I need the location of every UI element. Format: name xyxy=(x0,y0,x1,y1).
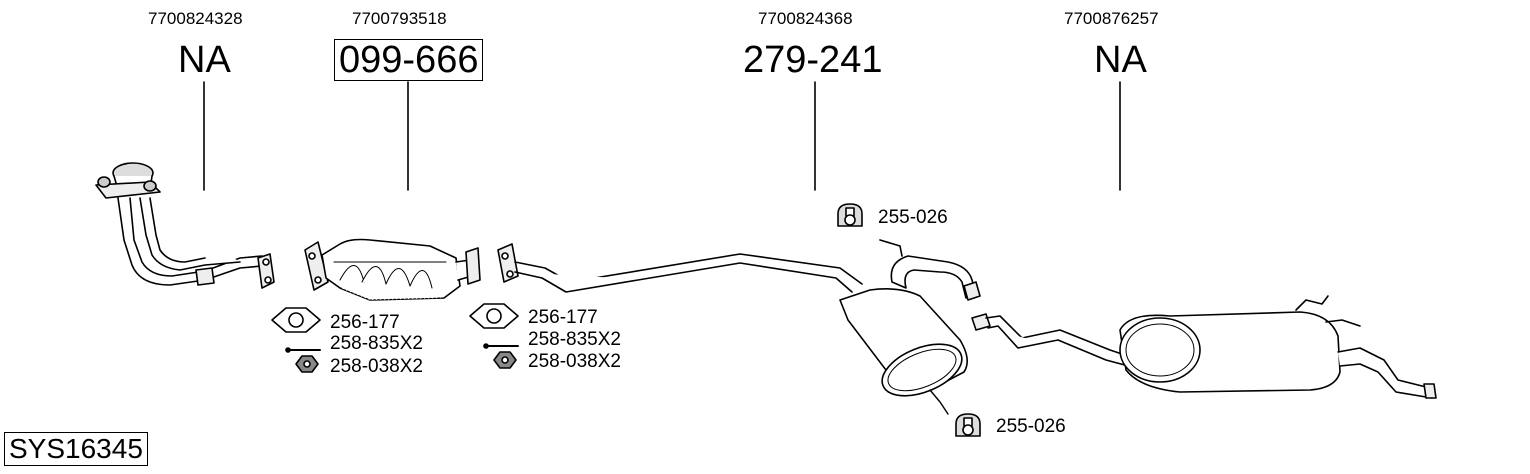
hanger-top-label: 255-026 xyxy=(878,207,948,228)
part-ref-4: NA xyxy=(1094,39,1147,81)
fittings-right-icons xyxy=(469,303,519,369)
intermediate-pipe-and-silencer xyxy=(497,239,981,415)
part-ref-2: 099-666 xyxy=(334,39,484,81)
system-code: SYS16345 xyxy=(4,432,148,466)
oem-number-4: 7700876257 xyxy=(1064,9,1159,28)
oem-number-3: 7700824368 xyxy=(758,9,853,28)
fitting-left-nut-label: 258-038X2 xyxy=(330,356,423,377)
catalytic-converter xyxy=(304,238,481,301)
hanger-icon-top xyxy=(837,203,863,227)
fittings-left-icons xyxy=(271,307,321,373)
hanger-bottom-label: 255-026 xyxy=(996,416,1066,437)
hanger-icon-bottom xyxy=(955,413,981,437)
oem-number-1: 7700824328 xyxy=(148,9,243,28)
part-ref-1: NA xyxy=(178,39,231,81)
part-ref-3: 279-241 xyxy=(743,39,883,81)
rear-pipe-and-silencer xyxy=(971,295,1437,399)
front-downpipe xyxy=(95,162,275,289)
fitting-left-bolt-label: 258-835X2 xyxy=(330,333,423,354)
fitting-right-gasket-label: 256-177 xyxy=(528,307,598,328)
fitting-left-gasket-label: 256-177 xyxy=(330,312,400,333)
fitting-right-nut-label: 258-038X2 xyxy=(528,351,621,372)
oem-number-2: 7700793518 xyxy=(352,9,447,28)
fitting-right-bolt-label: 258-835X2 xyxy=(528,329,621,350)
